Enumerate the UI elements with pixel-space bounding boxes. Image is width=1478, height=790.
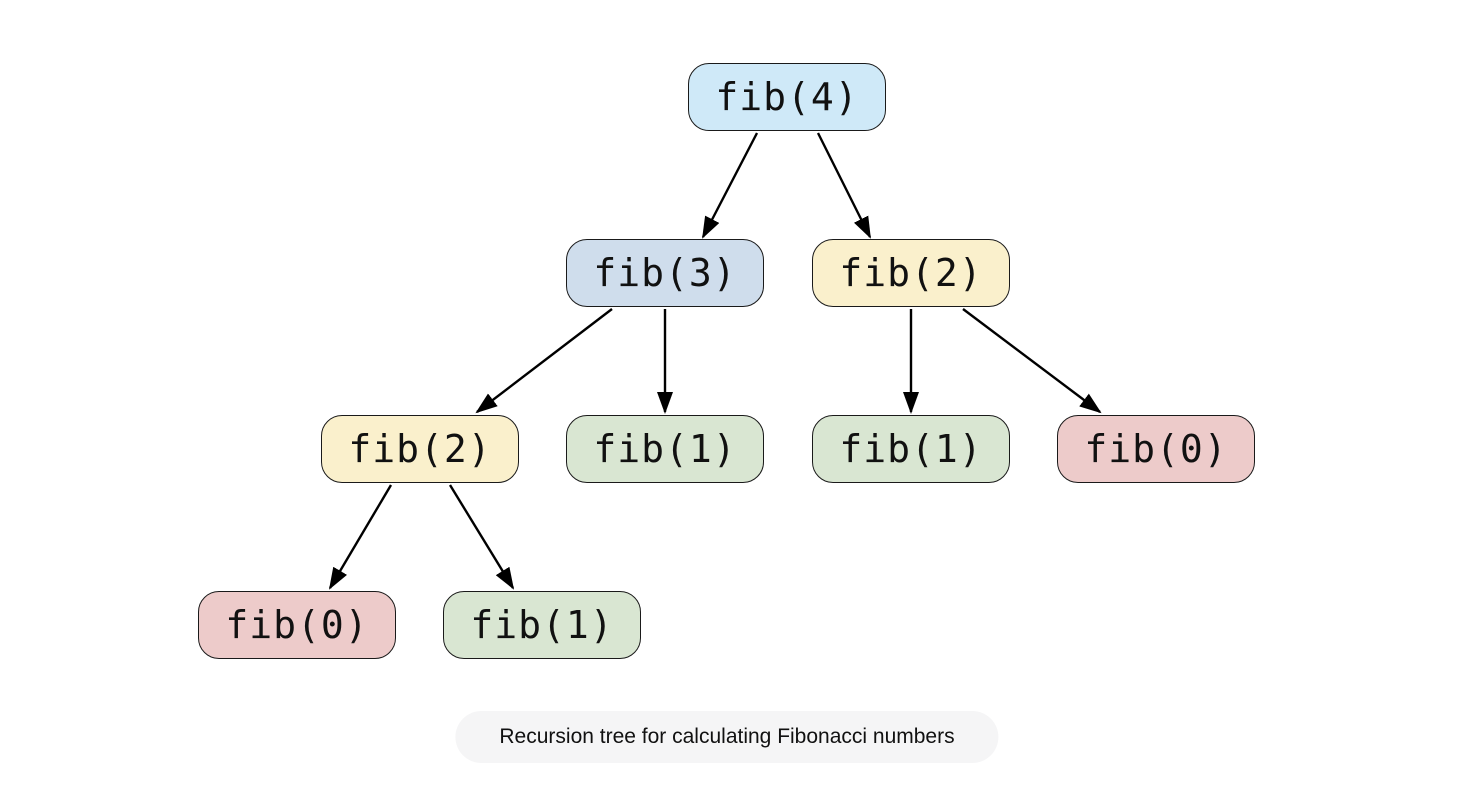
tree-node-n8: fib(1) <box>443 591 641 659</box>
caption-pill: Recursion tree for calculating Fibonacci… <box>455 711 999 763</box>
tree-edge-n1-n3 <box>475 308 613 414</box>
edge-group <box>328 132 1102 590</box>
tree-node-n5: fib(1) <box>812 415 1010 483</box>
tree-node-n6: fib(0) <box>1057 415 1255 483</box>
tree-node-n4: fib(1) <box>566 415 764 483</box>
tree-edge-n3-n7 <box>328 484 393 590</box>
tree-node-n3: fib(2) <box>321 415 519 483</box>
tree-node-n0: fib(4) <box>688 63 886 131</box>
tree-node-n2: fib(2) <box>812 239 1010 307</box>
tree-edge-n3-n8 <box>448 484 515 590</box>
tree-node-n1: fib(3) <box>566 239 764 307</box>
caption-text: Recursion tree for calculating Fibonacci… <box>499 725 955 748</box>
tree-edge-n0-n1 <box>701 132 759 239</box>
tree-node-n7: fib(0) <box>198 591 396 659</box>
tree-edge-n2-n6 <box>962 308 1102 414</box>
tree-edge-n0-n2 <box>816 132 872 239</box>
